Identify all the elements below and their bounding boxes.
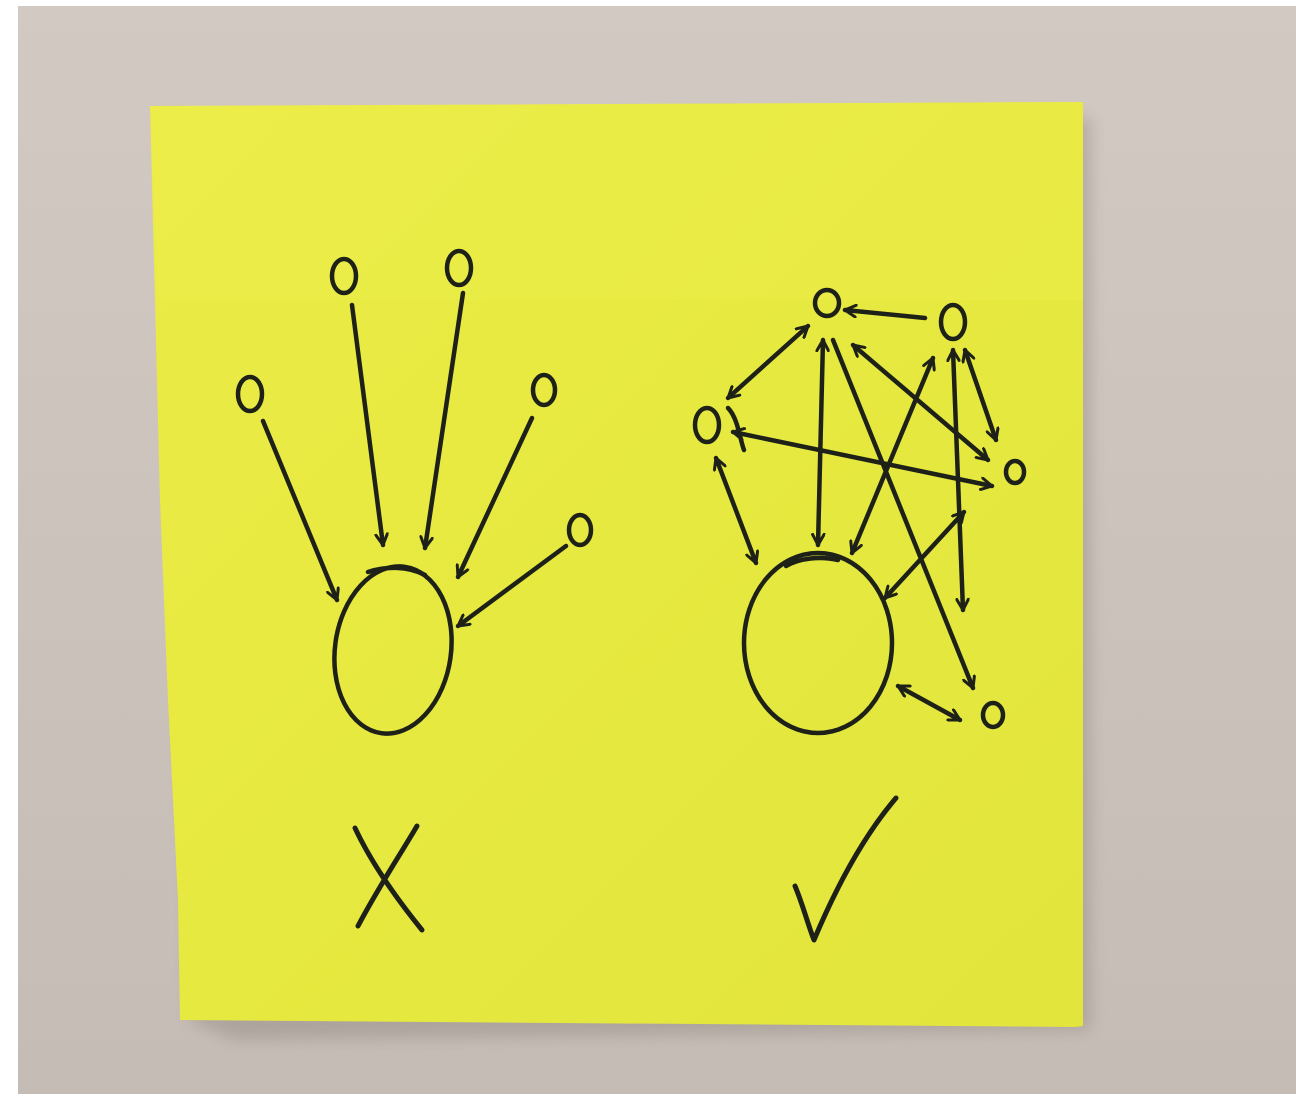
sticky-note-adhesive-strip <box>150 102 1083 300</box>
